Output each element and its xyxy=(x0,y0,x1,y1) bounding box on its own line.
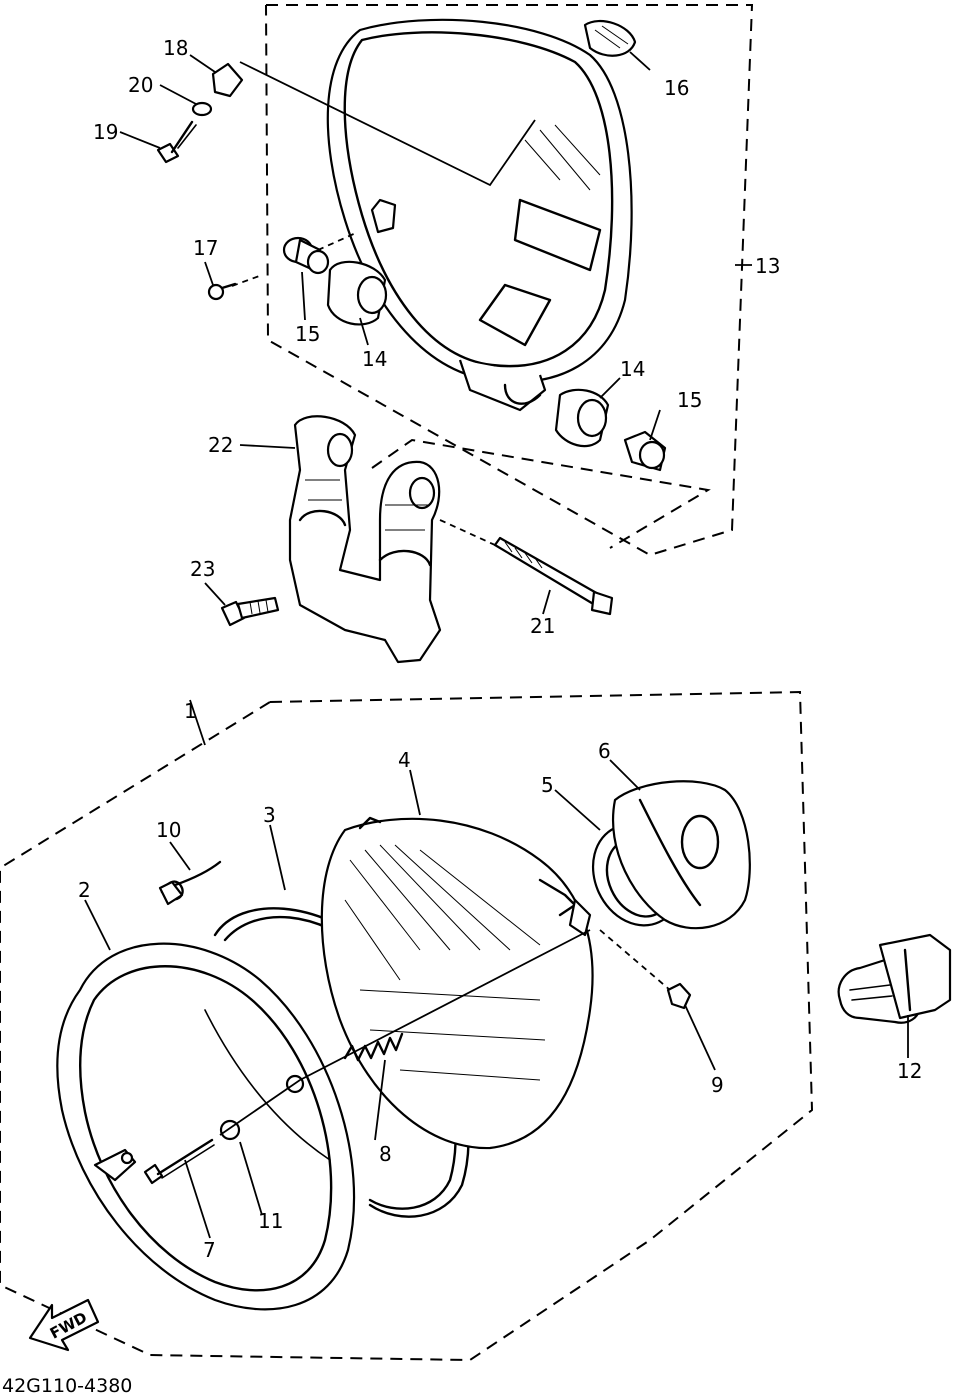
part-20-washer xyxy=(191,101,213,117)
label-10: 10 xyxy=(156,818,181,842)
part-17-screw xyxy=(207,282,237,301)
label-15-upper: 15 xyxy=(295,322,320,346)
label-23: 23 xyxy=(190,557,215,581)
part-6-socket-cover xyxy=(611,780,751,930)
part-9-clip xyxy=(666,982,692,1010)
part-21-long-bolt xyxy=(493,536,614,616)
label-20: 20 xyxy=(128,73,153,97)
part-15-collar-lower xyxy=(623,430,667,472)
upper-alignment-lines xyxy=(231,61,536,546)
label-9: 9 xyxy=(711,1073,724,1097)
part-8-spring xyxy=(343,1032,404,1062)
label-2: 2 xyxy=(78,878,91,902)
label-6: 6 xyxy=(598,739,611,763)
label-7: 7 xyxy=(203,1238,216,1262)
label-15-lower: 15 xyxy=(677,388,702,412)
label-16: 16 xyxy=(664,76,689,100)
label-19: 19 xyxy=(93,120,118,144)
label-17: 17 xyxy=(193,236,218,260)
label-11: 11 xyxy=(258,1209,283,1233)
part-7-adjust-screw xyxy=(143,1138,215,1185)
part-22-bracket xyxy=(288,415,442,664)
part-16-clip xyxy=(583,20,637,57)
part-2-rim xyxy=(56,942,356,1311)
forward-arrow: FWD xyxy=(28,1298,100,1352)
headlight-body-shell xyxy=(326,18,633,412)
part-15-collar-upper xyxy=(282,236,330,275)
label-13: 13 xyxy=(755,254,780,278)
label-14-upper: 14 xyxy=(362,347,387,371)
part-10-spring-clip xyxy=(158,860,222,906)
part-labels: 1 2 3 4 5 6 7 8 9 10 11 12 13 14 15 16 1… xyxy=(78,36,922,1262)
label-14-lower: 14 xyxy=(620,357,645,381)
part-14-grommet-lower xyxy=(554,388,610,448)
part-14-grommet-upper xyxy=(326,260,388,326)
part-4-reflector-lens xyxy=(320,816,594,1150)
unit-assembly-boundary xyxy=(0,690,814,1362)
label-22: 22 xyxy=(208,433,233,457)
label-4: 4 xyxy=(398,748,411,772)
label-3: 3 xyxy=(263,803,276,827)
label-18: 18 xyxy=(163,36,188,60)
part-12-bulb xyxy=(837,933,952,1024)
label-1: 1 xyxy=(184,699,197,723)
label-21: 21 xyxy=(530,614,555,638)
part-23-bolt xyxy=(220,596,280,627)
part-19-screw xyxy=(156,120,197,164)
figure-code: 42G110-4380 xyxy=(2,1375,132,1397)
label-leaders xyxy=(84,51,909,1239)
body-assembly-boundary xyxy=(265,4,754,557)
lower-alignment-lines xyxy=(219,929,671,1136)
label-8: 8 xyxy=(379,1142,392,1166)
label-12: 12 xyxy=(897,1059,922,1083)
part-18-nut xyxy=(211,62,244,98)
label-5: 5 xyxy=(541,773,554,797)
